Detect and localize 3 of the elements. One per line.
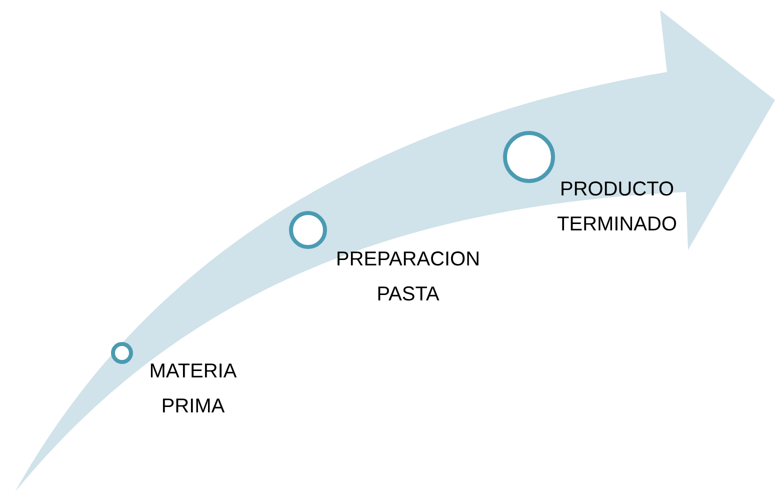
- node-caption: PREPARACION PASTA: [338, 251, 478, 301]
- node-caption: MATERIA PRIMA: [150, 364, 237, 412]
- node-caption: PRODUCTO TERMINADO: [557, 181, 676, 231]
